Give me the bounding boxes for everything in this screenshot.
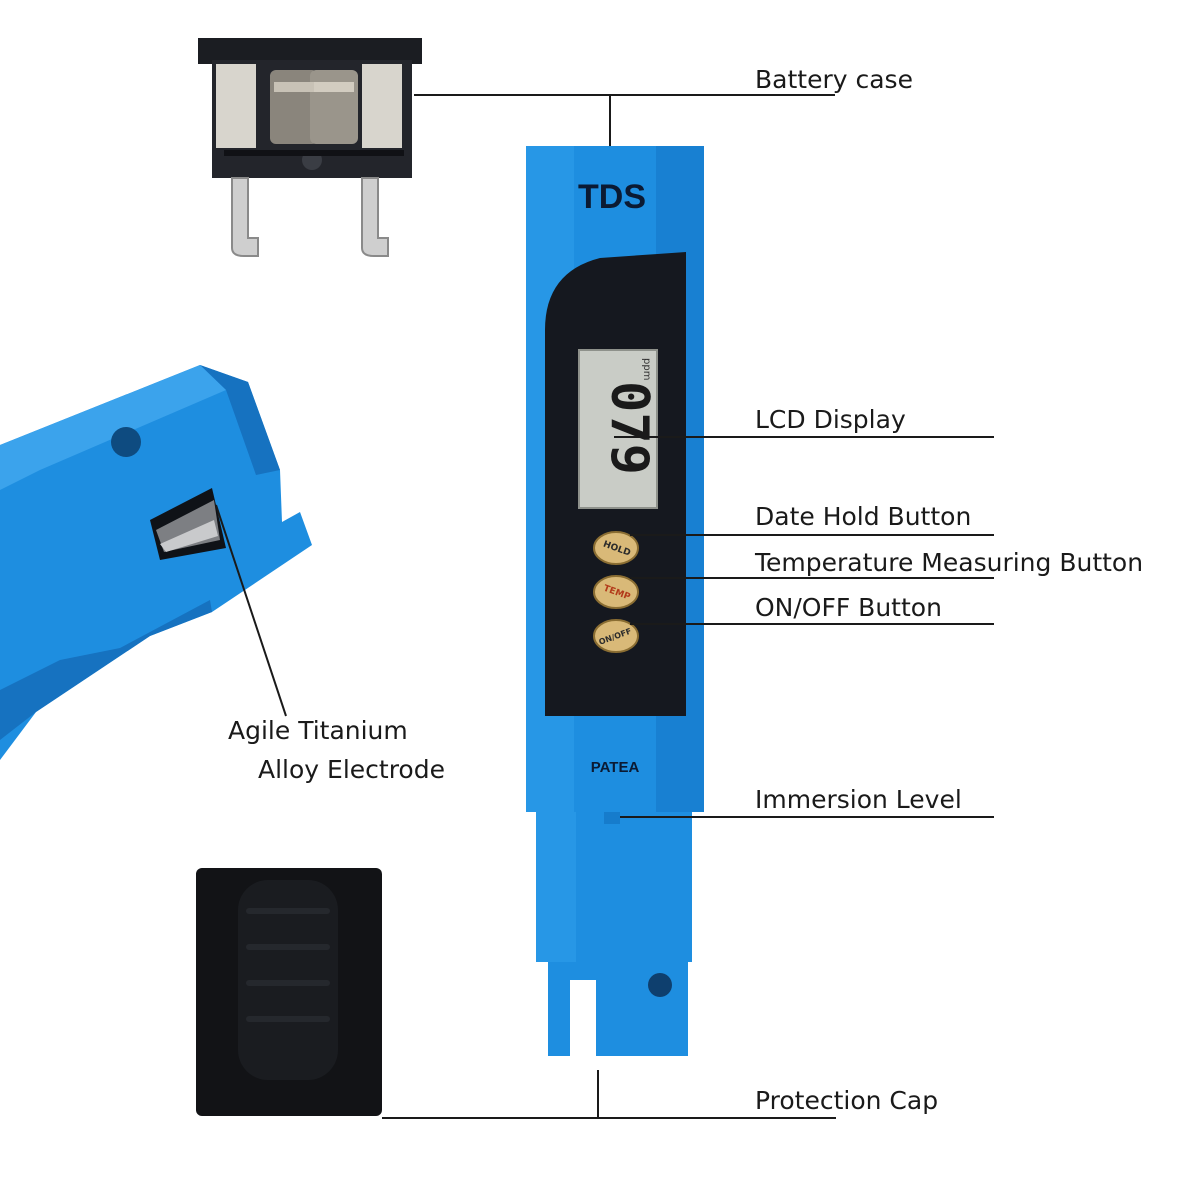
protection-cap-label: Protection Cap <box>755 1086 939 1115</box>
lcd-display-label: LCD Display <box>755 405 906 434</box>
temp-button-callout: Temperature Measuring Button <box>755 548 1144 577</box>
electrode-label-line1: Agile Titanium <box>228 716 408 745</box>
electrode-closeup-image <box>0 365 312 760</box>
tds-meter-body <box>526 146 704 1056</box>
electrode-leader <box>215 504 287 717</box>
meter-brand-label: TDS <box>578 178 646 216</box>
lcd-unit: ppm <box>641 358 652 380</box>
power-button-callout: ON/OFF Button <box>755 593 942 622</box>
hold-button-callout: Date Hold Button <box>755 502 972 531</box>
battery-case-label: Battery case <box>755 65 913 94</box>
battery-case-image <box>198 38 422 257</box>
meter-maker-label: PATEA <box>591 759 640 776</box>
immersion-level-label: Immersion Level <box>755 785 962 814</box>
electrode-label-line2: Alloy Electrode <box>258 755 445 784</box>
protection-cap-image <box>196 868 382 1116</box>
leader-lines <box>215 94 994 1119</box>
lcd-reading: 079 <box>599 381 659 475</box>
